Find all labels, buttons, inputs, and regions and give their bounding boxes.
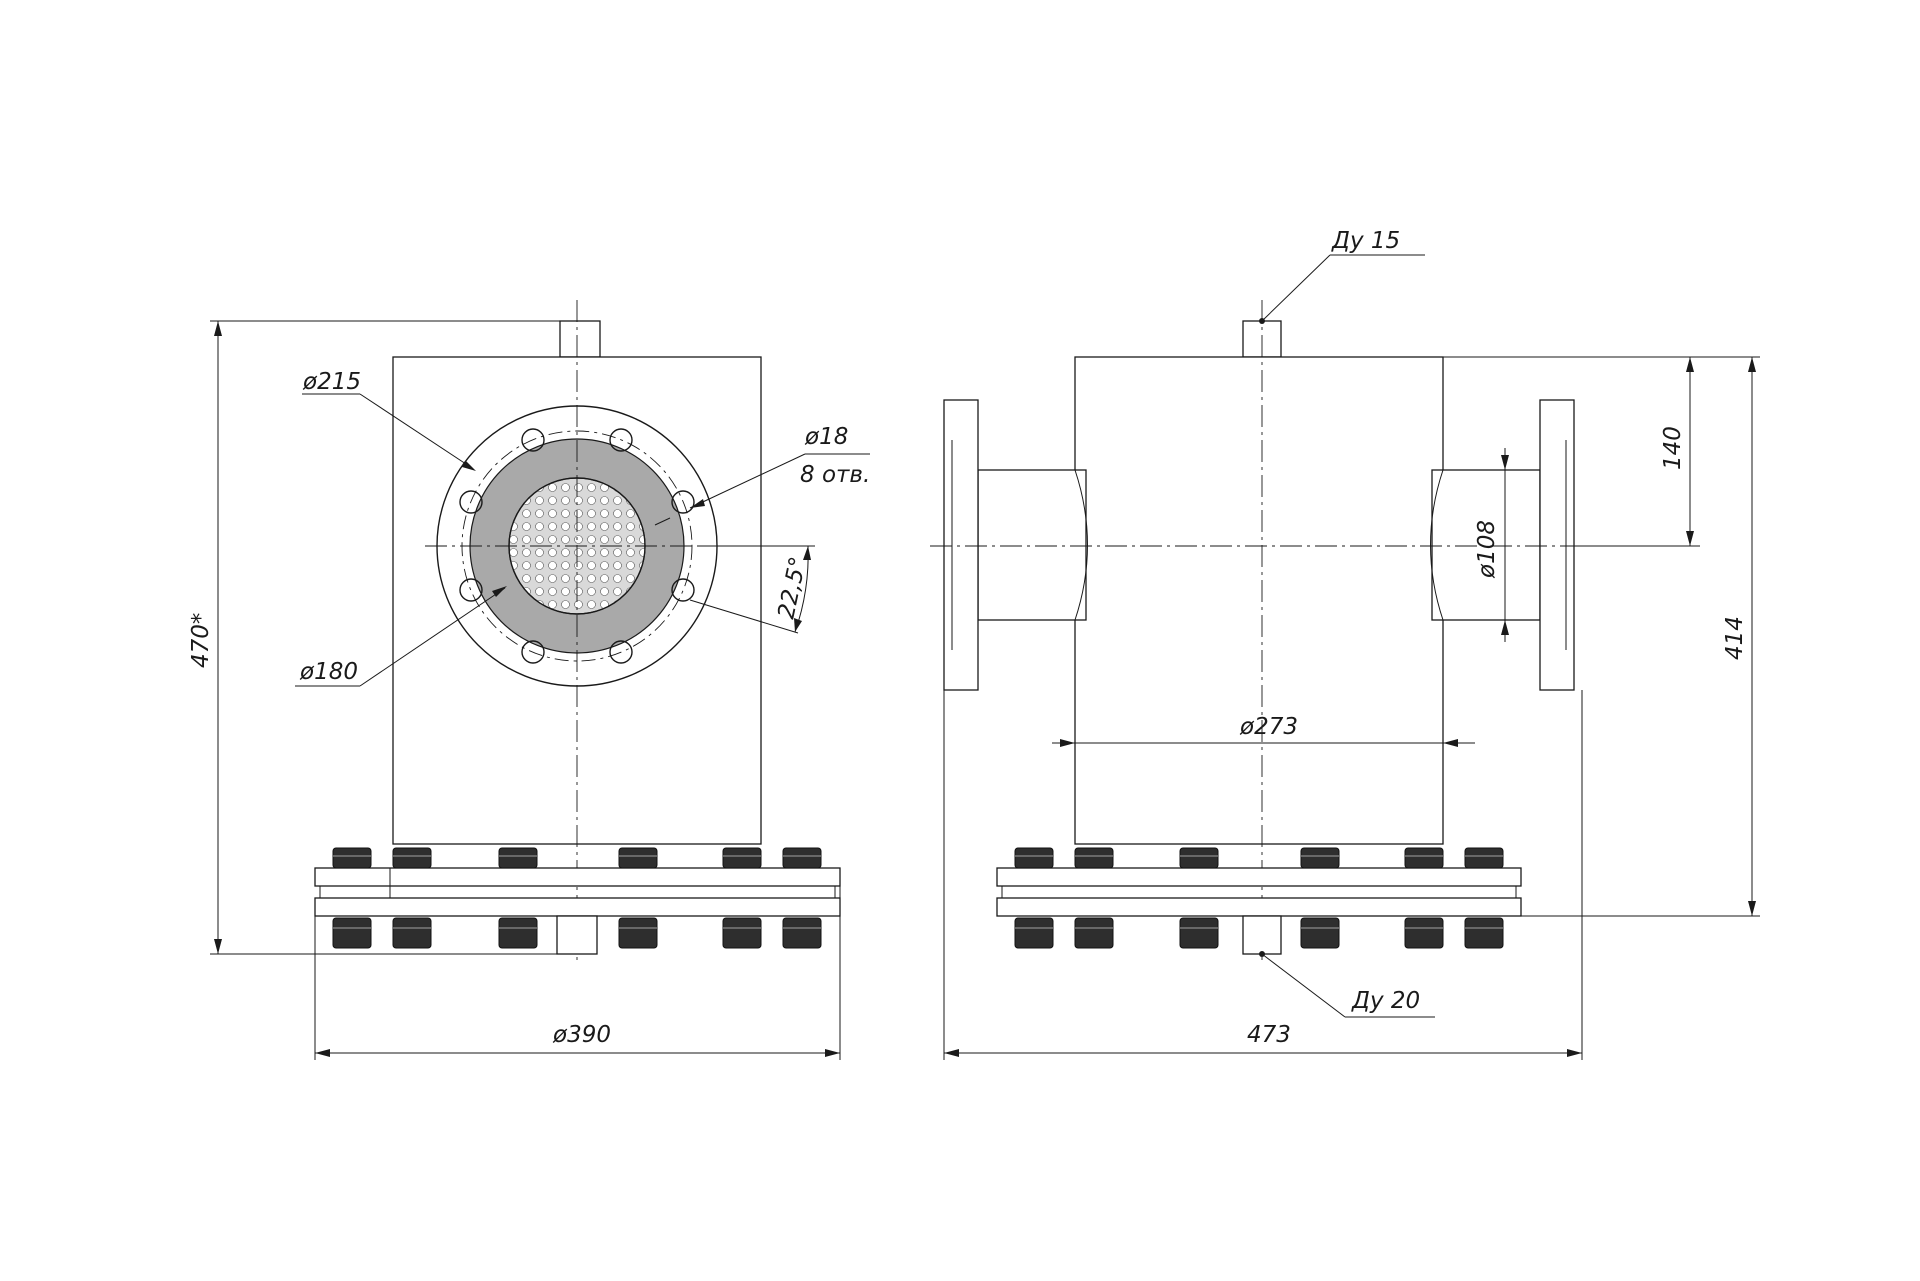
dim-470-label: 470* [188, 613, 214, 668]
side-view: Ду 15 Ду 20 ø108 140 [930, 228, 1760, 1060]
front-bolts [332, 847, 822, 949]
side-gasket [1001, 885, 1517, 899]
dim-390-label: ø390 [552, 1022, 611, 1048]
dim-du20-leader: Ду 20 [1259, 951, 1435, 1018]
dim-180-leader: ø180 [295, 586, 507, 687]
right-pipe [1431, 469, 1541, 621]
front-view: ø215 ø18 8 отв. 22,5° ø180 [188, 300, 870, 1060]
top-nozzle [559, 320, 601, 358]
dim-414-label: 414 [1722, 616, 1748, 660]
side-lower-plate [996, 897, 1522, 917]
dim-108: ø108 [1474, 448, 1509, 642]
dim-108-label: ø108 [1474, 520, 1500, 579]
dim-du20-label: Ду 20 [1351, 988, 1420, 1014]
dim-273-label: ø273 [1239, 714, 1298, 740]
left-pipe [977, 469, 1087, 621]
left-flange [943, 399, 979, 691]
right-flange [1539, 399, 1575, 691]
front-upper-plate [314, 867, 841, 887]
side-bottom-nozzle [1242, 915, 1282, 955]
side-upper-plate [996, 867, 1522, 887]
dim-215-leader: ø215 [302, 369, 476, 471]
dim-273: ø273 [1052, 714, 1475, 747]
dim-473-label: 473 [1247, 1022, 1291, 1048]
front-gasket [319, 885, 836, 899]
front-bottom-nozzle [556, 915, 598, 955]
dim-473: 473 [943, 690, 1583, 1060]
dim-215-label: ø215 [302, 369, 361, 395]
dim-390: ø390 [314, 886, 841, 1060]
dim-hole-count-label: 8 отв. [800, 462, 870, 488]
side-body [1074, 356, 1444, 845]
dim-470: 470* [188, 320, 560, 955]
dim-18-label: ø18 [804, 424, 848, 450]
side-bolts [1014, 847, 1504, 949]
dim-414: 414 [1521, 357, 1760, 917]
dim-180-label: ø180 [299, 659, 358, 685]
front-lower-plate [314, 897, 841, 917]
dim-140-label: 140 [1660, 426, 1686, 470]
dim-du15-label: Ду 15 [1331, 228, 1400, 254]
bolt-holes [459, 428, 695, 664]
dim-140: 140 [1443, 356, 1760, 547]
dim-18-leader: ø18 8 отв. [654, 424, 870, 526]
dim-du15-leader: Ду 15 [1259, 228, 1425, 324]
